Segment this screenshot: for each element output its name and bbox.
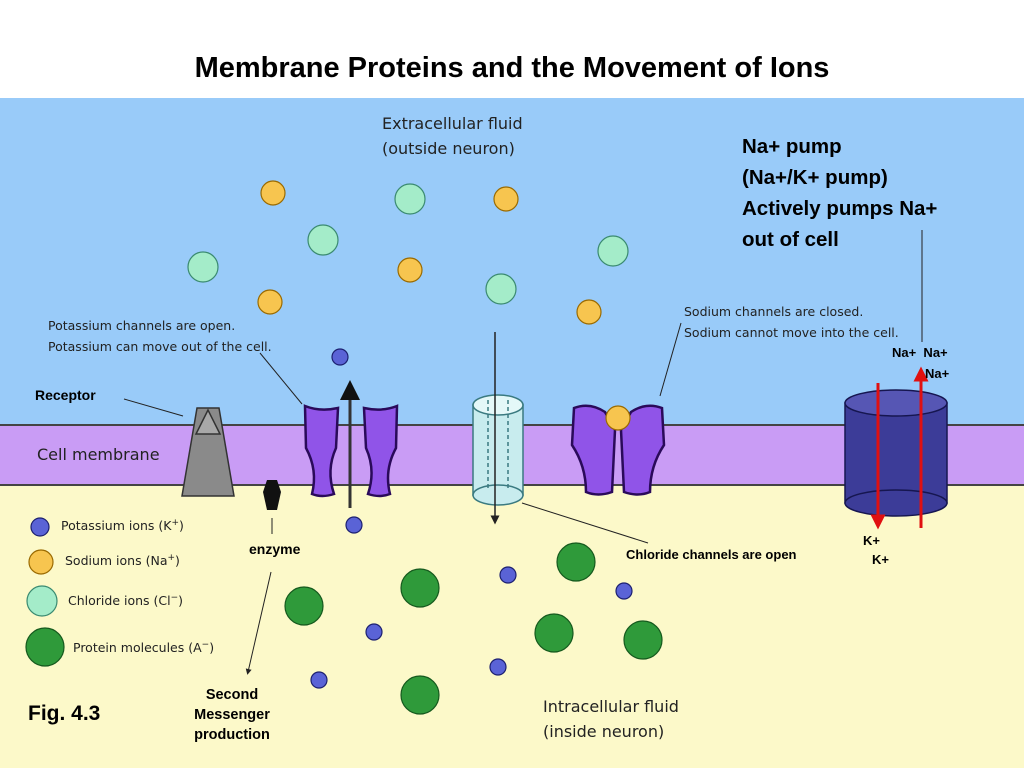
intracellular-label: Intracellular fluid (inside neuron) <box>543 697 679 741</box>
sodium-ion <box>605 405 631 431</box>
sodium-ion <box>576 299 602 325</box>
sodium-ion <box>260 180 286 206</box>
protein-molecule <box>400 568 440 608</box>
chloride-ion <box>307 224 339 256</box>
legend-protein: Protein molecules (A−) <box>73 640 215 656</box>
sodium-channel-note: Sodium channels are closed. Sodium canno… <box>684 304 899 340</box>
second-messenger-arrow <box>245 571 272 675</box>
legend-protein-swatch <box>25 627 65 667</box>
sodium-potassium-pump <box>844 389 948 517</box>
chloride-channel-note: Chloride channels are open <box>626 547 797 562</box>
membrane-label: Cell membrane <box>37 445 160 464</box>
sodium-channel <box>570 404 666 496</box>
potassium-ion <box>499 566 517 584</box>
legend-swatches <box>25 517 65 667</box>
intracellular-region <box>0 486 1024 768</box>
protein-molecule <box>623 620 663 660</box>
chloride-channel-pointer <box>521 502 649 544</box>
potassium-ion <box>345 516 363 534</box>
potassium-channel-note: Potassium channels are open. Potassium c… <box>48 318 272 354</box>
extracellular-region <box>0 98 1024 425</box>
protein-molecule <box>534 613 574 653</box>
page-title: Membrane Proteins and the Movement of Io… <box>194 52 830 84</box>
chloride-ion <box>597 235 629 267</box>
pump-k-label-1: K+ <box>863 533 880 548</box>
legend-sodium-swatch <box>28 549 54 575</box>
sodium-ion <box>397 257 423 283</box>
sodium-ion <box>257 289 283 315</box>
pump-na-label-mid: Na+ <box>925 366 950 381</box>
extracellular-ions <box>257 180 602 325</box>
pump-k-label-2: K+ <box>872 552 889 567</box>
potassium-ion <box>615 582 633 600</box>
chloride-channel <box>472 394 524 506</box>
chloride-ion <box>485 273 517 305</box>
figure-label: Fig. 4.3 <box>28 702 101 725</box>
chloride-ion <box>187 251 219 283</box>
potassium-ion <box>489 658 507 676</box>
second-messenger-label: Second Messenger production <box>194 687 270 743</box>
intracellular-proteins <box>284 542 663 715</box>
legend-potassium-swatch <box>30 517 50 537</box>
receptor-pointer <box>123 398 184 417</box>
sodium-ion <box>493 186 519 212</box>
chloride-ion <box>394 183 426 215</box>
protein-molecule <box>400 675 440 715</box>
potassium-channel-pointer <box>259 352 303 405</box>
potassium-ion <box>365 623 383 641</box>
potassium-ion <box>331 348 349 366</box>
extracellular-chloride <box>187 183 629 305</box>
receptor <box>181 407 235 497</box>
enzyme <box>263 480 281 510</box>
intracellular-potassium <box>310 566 633 689</box>
pump-description: Na+ pump (Na+/K+ pump) Actively pumps Na… <box>742 135 938 251</box>
legend-chloride: Chloride ions (Cl−) <box>68 593 184 609</box>
extracellular-label: Extracellular fluid (outside neuron) <box>382 114 523 158</box>
pump-na-label-top: Na+ Na+ <box>892 345 948 360</box>
enzyme-label: enzyme <box>249 541 301 557</box>
protein-molecule <box>284 586 324 626</box>
legend-sodium: Sodium ions (Na+) <box>65 553 180 569</box>
sodium-channel-pointer <box>659 322 682 397</box>
legend-chloride-swatch <box>26 585 58 617</box>
potassium-ion <box>310 671 328 689</box>
legend-potassium: Potassium ions (K+) <box>61 518 184 534</box>
receptor-label: Receptor <box>35 387 96 403</box>
protein-molecule <box>556 542 596 582</box>
potassium-channel-arrowhead <box>340 380 360 400</box>
potassium-channel <box>303 404 399 498</box>
